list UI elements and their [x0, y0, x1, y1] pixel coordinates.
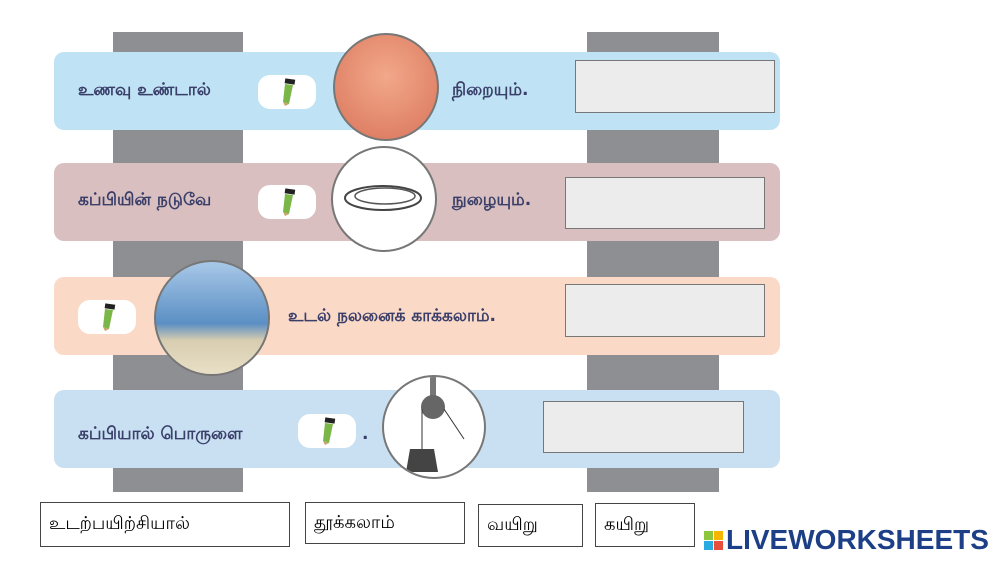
- row-1-text-before: உணவு உண்டால்: [78, 80, 211, 100]
- row-4-text-before: கப்பியால் பொருளை: [78, 424, 243, 444]
- logo-mark-icon: [704, 530, 723, 550]
- runner-image: [154, 260, 270, 376]
- row-2-text-before: கப்பியின் நடுவே: [78, 190, 212, 210]
- logo-text: LIVEWORKSHEETS: [726, 524, 989, 555]
- stomach-image: [333, 33, 439, 141]
- answer-box-4[interactable]: [543, 401, 744, 453]
- word-card-3[interactable]: வயிறு: [478, 504, 583, 547]
- rope-image: [331, 146, 437, 252]
- pencil-icon: [298, 414, 356, 448]
- row-1-text-after: நிறையும்.: [452, 80, 529, 100]
- row-2-text-after: நுழையும்.: [452, 190, 532, 210]
- word-card-4[interactable]: கயிறு: [595, 503, 695, 547]
- pencil-icon: [78, 300, 136, 334]
- answer-box-2[interactable]: [565, 177, 765, 229]
- word-card-1[interactable]: உடற்பயிற்சியால்: [40, 502, 290, 547]
- pulley-image: [382, 375, 486, 479]
- word-card-2[interactable]: தூக்கலாம்: [305, 502, 465, 544]
- pencil-icon: [258, 185, 316, 219]
- row-3-text-after: உடல் நலனைக் காக்கலாம்.: [288, 306, 497, 326]
- row-4-text-after: .: [362, 424, 369, 444]
- liveworksheets-logo: LIVEWORKSHEETS: [704, 524, 989, 556]
- answer-box-1[interactable]: [575, 60, 775, 113]
- pencil-icon: [258, 75, 316, 109]
- answer-box-3[interactable]: [565, 284, 765, 337]
